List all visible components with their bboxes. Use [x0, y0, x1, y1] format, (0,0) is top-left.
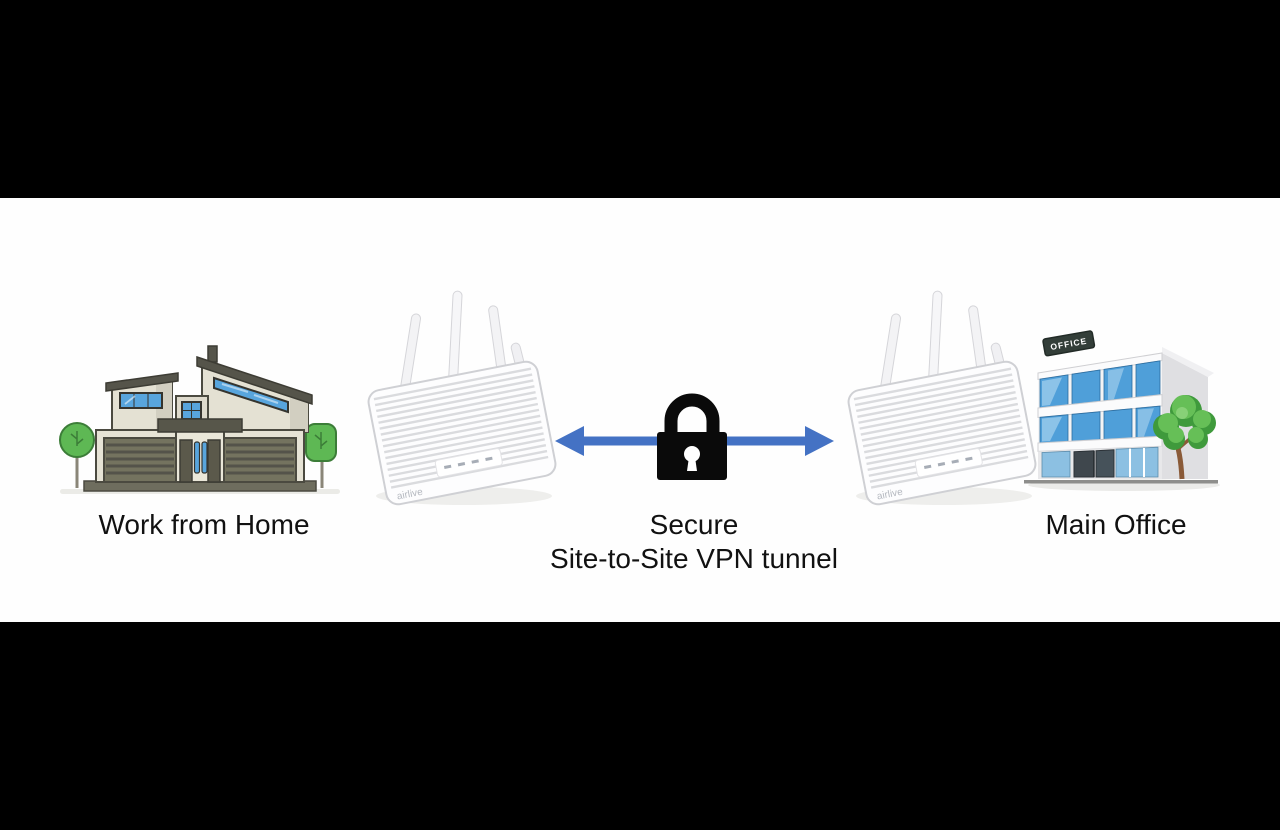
garage-left: [95, 429, 185, 483]
window-row: [1039, 405, 1161, 444]
router-body: airlive: [367, 360, 557, 506]
building-roof-edge: [1162, 347, 1214, 377]
lock-icon: [657, 393, 727, 480]
router-led-strip: [914, 448, 983, 478]
tunnel-caption-line2: Site-to-Site VPN tunnel: [550, 543, 838, 574]
letterbox-top: [0, 0, 1280, 198]
router-body: airlive: [847, 360, 1037, 506]
router-brand-label: airlive: [876, 487, 904, 503]
office-sign: OFFICE: [1042, 330, 1096, 357]
tunnel-caption: Secure Site-to-Site VPN tunnel: [494, 508, 894, 576]
building-entrance: [1038, 446, 1162, 479]
tree-icon: [305, 423, 337, 488]
house-illustration: [59, 345, 340, 494]
house-left-tower: [105, 372, 179, 431]
office-caption: Main Office: [1045, 509, 1187, 540]
tree-icon: [59, 422, 95, 488]
tunnel-caption-line1: Secure: [649, 509, 739, 540]
keyhole: [684, 446, 700, 462]
window-row: [1039, 360, 1161, 409]
wifi-router-icon: airlive: [367, 290, 557, 506]
letterbox-bottom: [0, 622, 1280, 830]
diagram-canvas: airlive: [0, 198, 1280, 622]
tree-icon: [1153, 395, 1216, 480]
router-led-strip: [434, 448, 503, 478]
home-caption: Work from Home: [98, 509, 310, 540]
wifi-router-icon: airlive: [847, 290, 1037, 506]
office-building-illustration: OFFICE: [1024, 330, 1220, 491]
ground-line: [1024, 480, 1218, 484]
garage-right: [215, 429, 305, 483]
router-brand-label: airlive: [396, 487, 424, 503]
vpn-tunnel-graphic: [555, 393, 834, 480]
house-entrance: [157, 418, 243, 483]
